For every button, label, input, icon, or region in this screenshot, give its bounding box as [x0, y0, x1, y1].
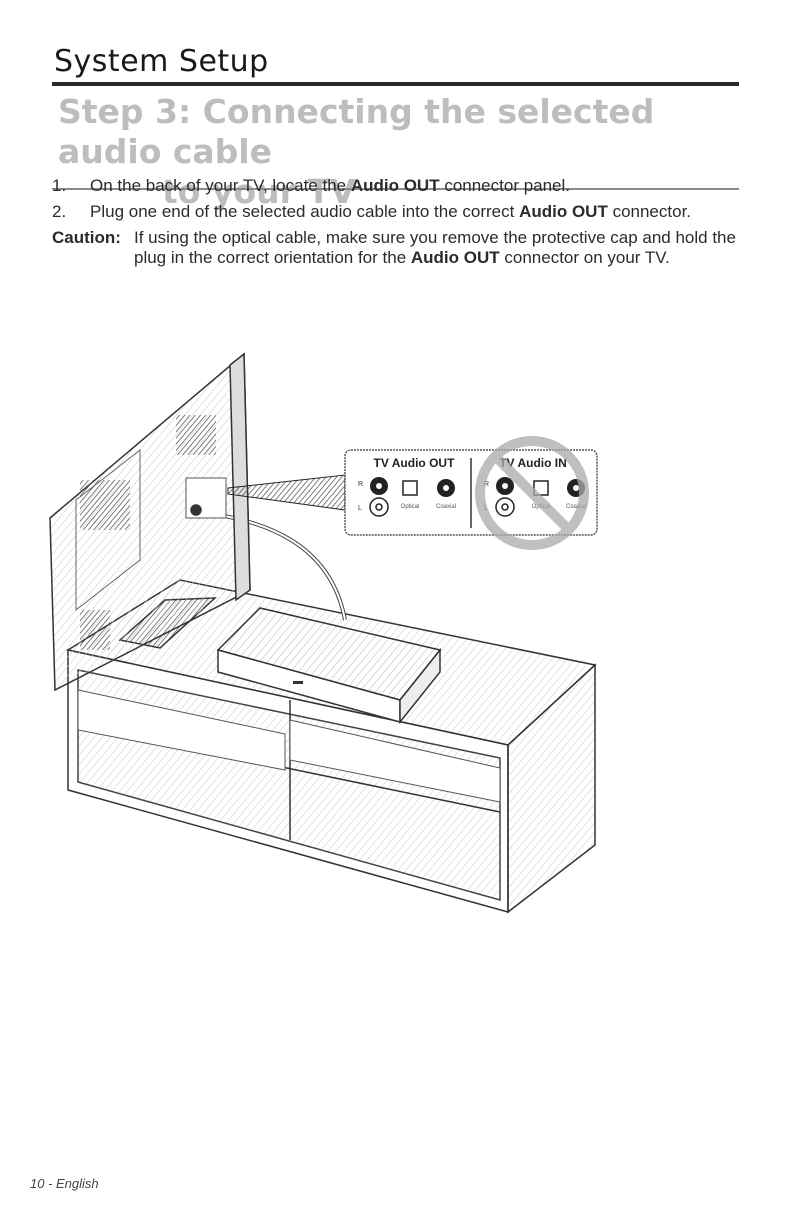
list-item: 2. Plug one end of the selected audio ca…	[52, 202, 742, 222]
caution-label: Caution:	[52, 228, 121, 248]
coaxial-label: Coaxial	[436, 504, 456, 510]
caution-text: connector on your TV.	[500, 248, 670, 267]
jack-label-l: L	[358, 505, 362, 512]
optical-label: Optical	[401, 504, 420, 510]
section-divider	[52, 82, 739, 86]
rca-jack-white	[370, 498, 388, 516]
jack-label-r: R	[358, 481, 363, 488]
optical-port	[403, 481, 417, 495]
instruction-list: 1. On the back of your TV, locate the Au…	[52, 176, 742, 268]
connector-callout: TV Audio OUT R L Optical Coaxial TV Audi…	[345, 441, 597, 545]
caution-emphasis: Audio OUT	[411, 248, 500, 267]
step-text: connector panel.	[440, 176, 570, 195]
step-number: 2.	[52, 202, 66, 222]
step-text: On the back of your TV, locate the	[90, 176, 351, 195]
caution-note: Caution: If using the optical cable, mak…	[52, 228, 742, 268]
step-number: 1.	[52, 176, 66, 196]
step-text: connector.	[608, 202, 691, 221]
step-title-line-1: Step 3: Connecting the selected audio ca…	[58, 92, 654, 171]
page-footer: 10 - English	[30, 1176, 99, 1191]
step-emphasis: Audio OUT	[351, 176, 440, 195]
step-text: Plug one end of the selected audio cable…	[90, 202, 519, 221]
step-emphasis: Audio OUT	[519, 202, 608, 221]
callout-left-title: TV Audio OUT	[374, 456, 456, 470]
list-item: 1. On the back of your TV, locate the Au…	[52, 176, 742, 196]
setup-illustration: TV Audio OUT R L Optical Coaxial TV Audi…	[0, 340, 792, 920]
section-title: System Setup	[54, 44, 269, 79]
